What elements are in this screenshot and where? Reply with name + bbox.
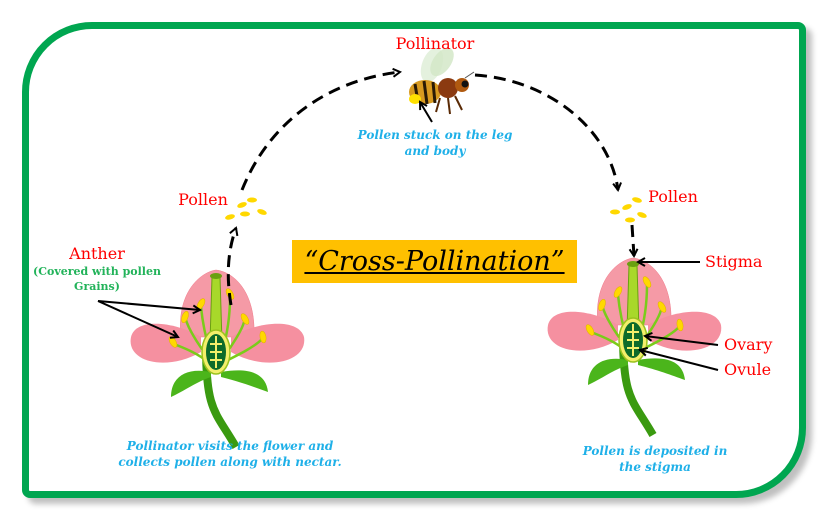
caption-right-line1: Pollen is deposited in	[582, 444, 728, 458]
pollinator-label: Pollinator	[395, 34, 475, 53]
caption-left-line1: Pollinator visits the flower and	[126, 439, 334, 453]
stigma-label: Stigma	[705, 252, 763, 271]
pollination-path	[226, 72, 634, 306]
caption-left-line2: collects pollen along with nectar.	[118, 455, 342, 469]
bee-icon	[409, 47, 475, 115]
anther-note-line2: Grains)	[74, 280, 120, 293]
ovary-label: Ovary	[724, 335, 773, 354]
anther-note-line1: (Covered with pollen	[33, 265, 161, 278]
pollen-label-right: Pollen	[648, 187, 698, 206]
page-title: “Cross-Pollination”	[304, 246, 565, 277]
caption-right-line2: the stigma	[619, 460, 691, 474]
pollen-grains-right	[610, 197, 647, 223]
title-box: “Cross-Pollination”	[292, 240, 577, 283]
pollen-stuck-label-line1: Pollen stuck on the leg	[357, 128, 513, 142]
pollen-label-left: Pollen	[178, 190, 228, 209]
pollen-grains-left	[225, 197, 267, 220]
anther-label: Anther	[69, 244, 125, 263]
left-flower	[131, 270, 305, 447]
ovule-label: Ovule	[724, 360, 772, 379]
label-pointers	[97, 102, 719, 371]
pollen-stuck-label-line2: and body	[404, 144, 466, 158]
right-flower	[548, 258, 722, 435]
